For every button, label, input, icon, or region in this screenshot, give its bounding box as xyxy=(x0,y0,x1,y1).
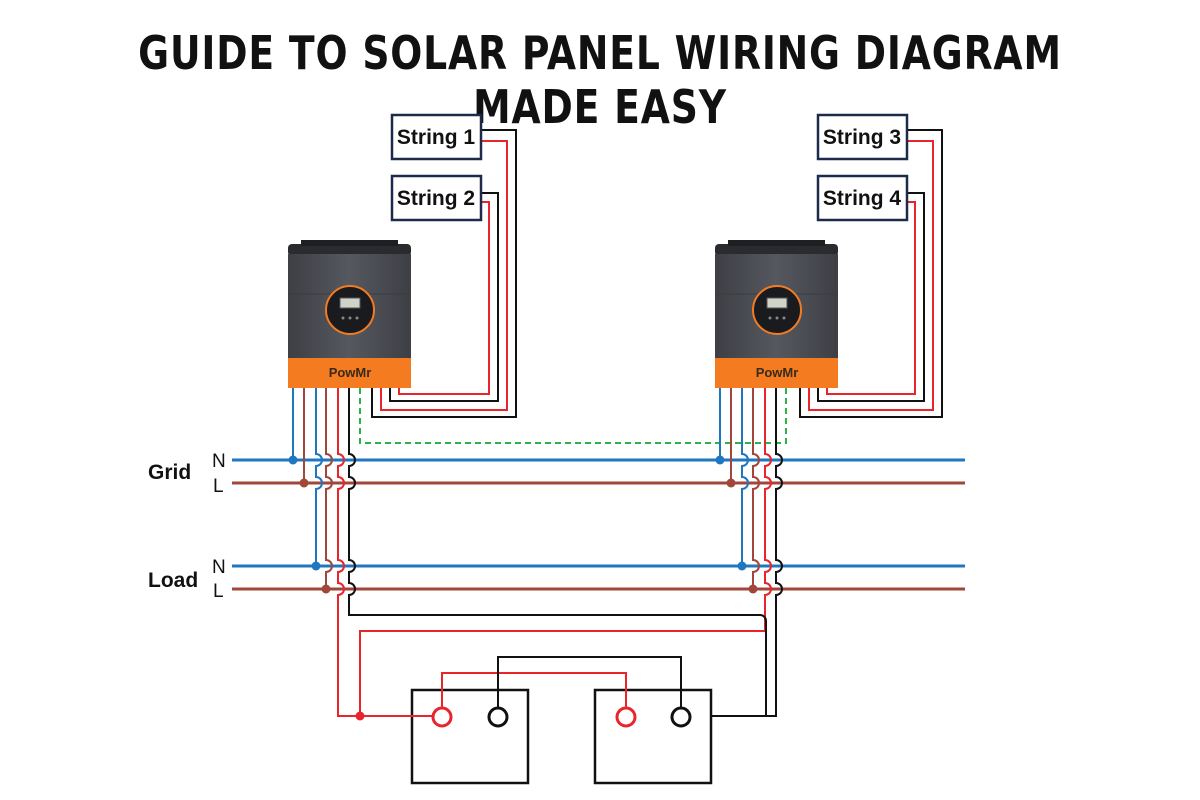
inverter-1-brand: PowMr xyxy=(329,365,372,380)
inverter-2-ac-wiring xyxy=(359,388,783,717)
pv-wiring-left xyxy=(371,129,517,418)
load-n-label: N xyxy=(212,557,226,578)
junction-dots xyxy=(288,455,758,721)
string-4-label: String 4 xyxy=(823,187,901,210)
grid-n-label: N xyxy=(212,451,226,472)
battery-2 xyxy=(593,688,713,785)
battery-1-positive-terminal xyxy=(431,706,453,728)
string-1-box: String 1 xyxy=(390,113,483,161)
battery-2-positive-terminal xyxy=(615,706,637,728)
battery-1-negative-terminal xyxy=(487,706,509,728)
string-2-label: String 2 xyxy=(397,187,475,210)
battery-1 xyxy=(410,688,530,785)
parallel-comm-cable xyxy=(359,388,787,444)
battery-interconnects xyxy=(360,656,682,717)
grid-label: Grid xyxy=(148,461,191,484)
battery-2-negative-terminal xyxy=(670,706,692,728)
inverter-2-brand: PowMr xyxy=(756,365,799,380)
string-3-box: String 3 xyxy=(816,113,909,161)
page-title: GUIDE TO SOLAR PANEL WIRING DIAGRAM MADE… xyxy=(138,26,1062,134)
inverter-1-ac-wiring xyxy=(292,388,760,717)
string-2-box: String 2 xyxy=(390,174,483,222)
string-3-label: String 3 xyxy=(823,126,901,149)
inverter-icon xyxy=(288,240,411,388)
inverter-2: PowMr xyxy=(715,240,838,388)
string-1-label: String 1 xyxy=(397,126,475,149)
grid-l-label: L xyxy=(213,476,224,497)
load-l-label: L xyxy=(213,581,224,602)
pv-wiring-right xyxy=(799,129,943,418)
inverter-1: PowMr xyxy=(288,240,411,388)
inverter-icon xyxy=(715,240,838,388)
load-label: Load xyxy=(148,569,198,592)
string-4-box: String 4 xyxy=(816,174,909,222)
